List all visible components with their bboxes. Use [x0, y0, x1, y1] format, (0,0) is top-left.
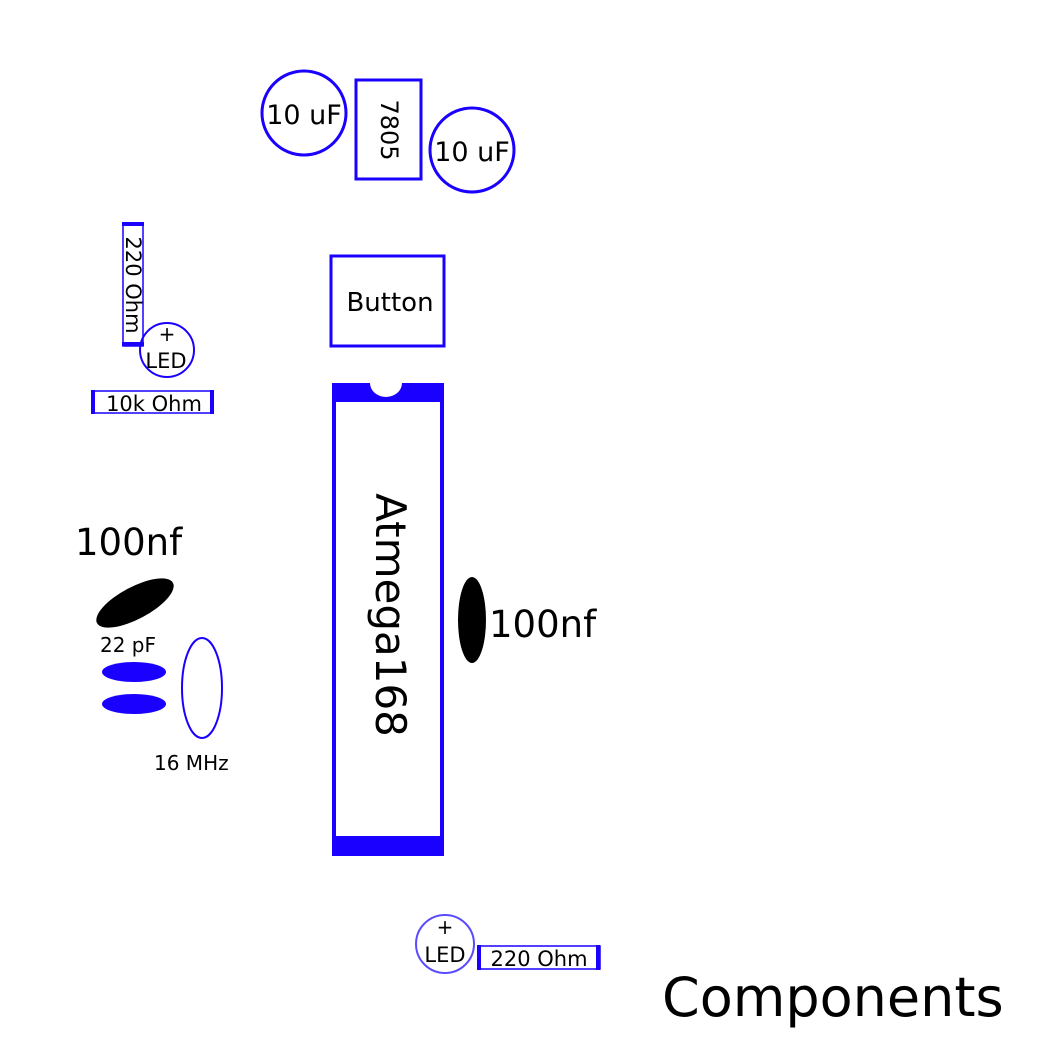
reset-resistor[interactable]: 10k Ohm	[91, 390, 214, 416]
clock-group: 22 pF 16 MHz	[100, 633, 229, 775]
input-capacitor-outline	[260, 69, 348, 157]
power-led-outline	[139, 322, 195, 378]
status-led-label: LED	[424, 943, 465, 967]
crystal-oscillator[interactable]	[181, 637, 223, 739]
status-led[interactable]: + LED	[415, 914, 475, 974]
resistor-band-left	[477, 945, 481, 970]
resistor-band-right	[210, 390, 214, 414]
voltage-regulator-label: 7805	[375, 99, 403, 160]
voltage-regulator[interactable]: 7805	[354, 78, 423, 181]
resistor-band-bottom	[122, 342, 144, 346]
power-led-label: LED	[145, 349, 186, 373]
clock-capacitor-2[interactable]	[102, 694, 166, 714]
power-led-polarity: +	[159, 322, 176, 346]
chip-label: Atmega168	[366, 493, 415, 737]
ceramic-capacitor-icon	[458, 577, 486, 663]
ceramic-capacitor-icon	[96, 578, 174, 628]
power-led-group: 220 Ohm + LED	[121, 222, 195, 378]
diagram-title: Components	[662, 966, 1004, 1029]
output-capacitor-label: 10 uF	[434, 137, 510, 168]
status-led-polarity: +	[437, 915, 454, 939]
output-capacitor-outline	[428, 106, 516, 194]
regulator-group: 10 uF 7805 10 uF	[260, 69, 516, 194]
decoupling-right-label: 100nf	[489, 603, 597, 646]
microcontroller-chip[interactable]: Atmega168	[332, 383, 444, 856]
resistor-band-left	[91, 390, 95, 414]
status-led-resistor[interactable]: 220 Ohm	[477, 945, 601, 971]
decoupling-capacitor-left[interactable]: 100nf	[75, 521, 183, 637]
output-capacitor[interactable]: 10 uF	[428, 106, 516, 194]
status-led-outline	[415, 914, 475, 974]
reset-button[interactable]: Button	[329, 254, 446, 348]
clock-capacitor-label: 22 pF	[100, 633, 156, 657]
resistor-band-right	[596, 945, 600, 970]
reset-button-label: Button	[346, 288, 433, 318]
status-led-group: + LED 220 Ohm	[415, 914, 601, 974]
power-led-resistor[interactable]: 220 Ohm	[121, 222, 145, 347]
power-led[interactable]: + LED	[139, 322, 195, 378]
crystal-label: 16 MHz	[154, 751, 229, 775]
status-led-resistor-label: 220 Ohm	[490, 947, 587, 971]
input-capacitor-label: 10 uF	[266, 100, 342, 131]
chip-body	[336, 402, 440, 836]
decoupling-capacitor-right[interactable]: 100nf	[458, 577, 597, 663]
resistor-band-top	[122, 222, 144, 226]
reset-button-body	[329, 254, 446, 348]
input-capacitor[interactable]: 10 uF	[260, 69, 348, 157]
reset-resistor-label: 10k Ohm	[106, 392, 202, 416]
power-led-resistor-label: 220 Ohm	[121, 236, 145, 333]
voltage-regulator-body	[354, 78, 423, 181]
decoupling-left-label: 100nf	[75, 521, 183, 564]
clock-capacitor-1[interactable]	[102, 662, 166, 682]
